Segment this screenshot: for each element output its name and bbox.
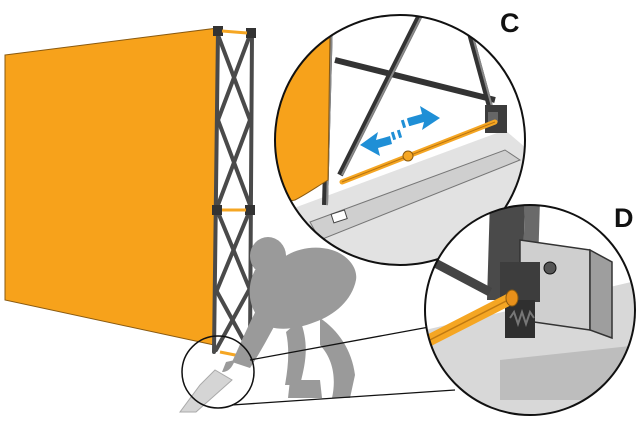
double-arrow-icon [360, 106, 440, 156]
detail-d-view [424, 204, 636, 416]
callout-lines [231, 324, 456, 406]
detail-callout-source [181, 335, 255, 409]
crouching-person-icon [222, 237, 357, 398]
step-label-d: D [614, 203, 634, 233]
pop-up-frame [212, 28, 254, 354]
frame-hubs [212, 26, 256, 358]
display-banner [4, 27, 219, 346]
step-label-c: C [500, 8, 520, 38]
base-bar [179, 369, 233, 413]
